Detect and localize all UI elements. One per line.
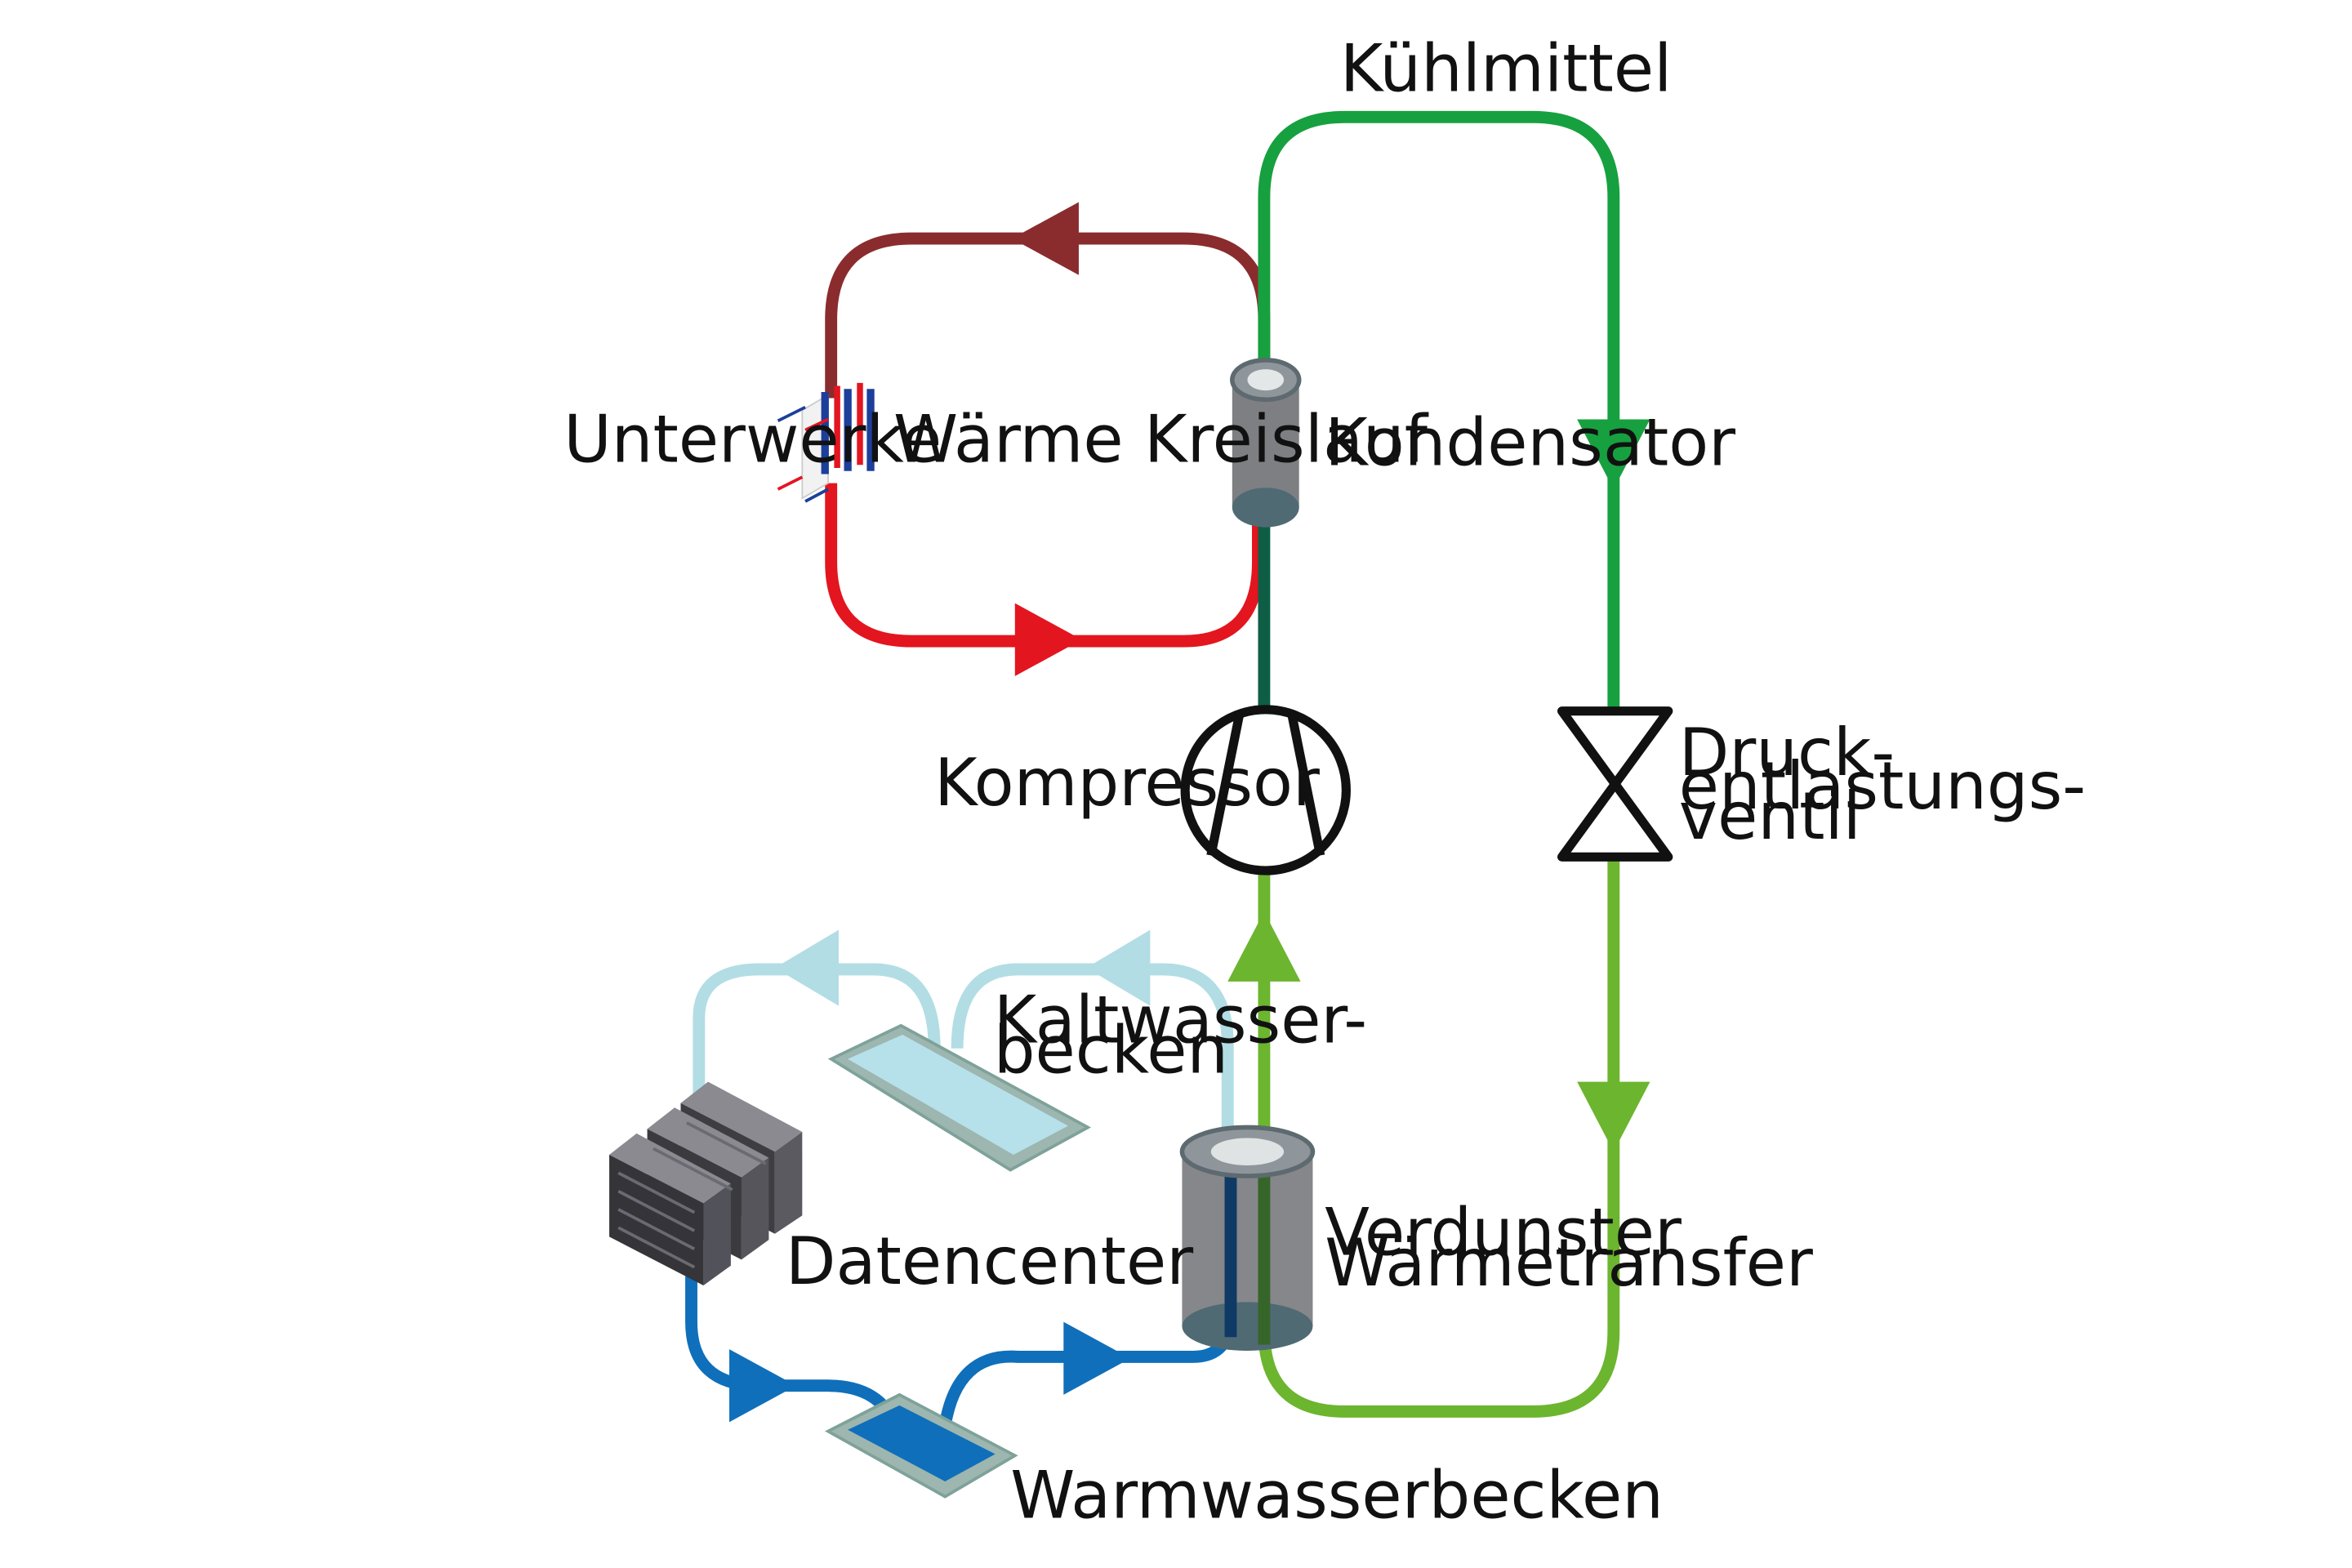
- cold-water-loops: [693, 929, 1234, 1155]
- valve-label-line1: Druck-: [1679, 715, 1895, 791]
- evaporator-label-line1: Verdunster: [1325, 1195, 1682, 1271]
- compressor-label: Kompressor: [934, 745, 1320, 821]
- heat-loop-arrow-top: [1012, 202, 1079, 275]
- warm-water-basin: [825, 1392, 1018, 1499]
- substation-heat-exchanger: [777, 382, 875, 503]
- compressor-symbol: [1180, 705, 1351, 875]
- heat-loop-arrow-bottom: [1014, 603, 1082, 676]
- pressure-relief-valve-symbol: [1557, 706, 1673, 862]
- heat-loop-hot-pipe: [825, 232, 1271, 399]
- cold-basin-label-line1: Kaltwasser-: [994, 982, 1367, 1058]
- heat-loop-label: Wärme Kreislauf: [893, 402, 1429, 478]
- coolant-arrow-down-lower: [1577, 1081, 1650, 1152]
- coolant-arrow-up: [1227, 911, 1301, 982]
- condenser-cylinder: [1230, 358, 1302, 528]
- valve-label-line3: ventil: [1679, 778, 1861, 854]
- warm-basin-label: Warmwasserbecken: [1010, 1458, 1664, 1534]
- cold-basin-label-line2: becken: [994, 1012, 1228, 1088]
- evaporator-label-line2: Wärmetransfer: [1325, 1225, 1813, 1301]
- coolant-pipe-bottom: [1258, 860, 1620, 1418]
- coolant-label: Kühlmittel: [1340, 31, 1672, 107]
- evaporator-cylinder: [1179, 1125, 1316, 1351]
- cold-water-basin: [827, 1023, 1091, 1172]
- heat-loop-return-pipe: [825, 483, 1264, 648]
- datacenter-label: Datencenter: [786, 1223, 1193, 1299]
- coolant-arrow-down-upper: [1577, 419, 1650, 490]
- valve-label-line2: entlastungs-: [1679, 748, 2086, 824]
- substations-label: Unterwerke: [564, 402, 942, 478]
- condenser-label: Kondensator: [1325, 404, 1735, 480]
- datacenter-servers: [609, 1081, 803, 1285]
- coolant-pipe-top: [1258, 110, 1620, 715]
